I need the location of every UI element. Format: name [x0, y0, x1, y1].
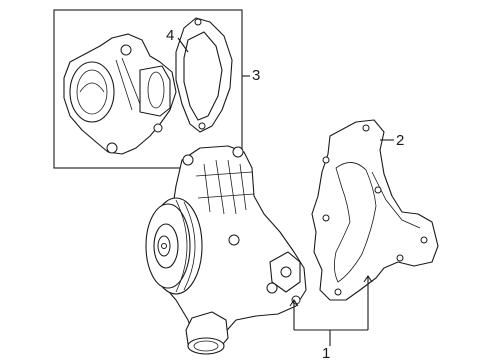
callout-1: 1	[322, 345, 331, 360]
callout-3: 3	[252, 67, 261, 84]
thermostat-housing	[63, 33, 177, 155]
callout-4: 4	[166, 27, 175, 44]
callout-2: 2	[396, 132, 405, 149]
leader-4	[177, 37, 189, 53]
pump-gasket	[311, 119, 439, 301]
leader-1	[289, 275, 373, 346]
water-pump	[145, 145, 307, 355]
inset-box	[53, 9, 243, 169]
thermostat-gasket	[175, 17, 233, 133]
